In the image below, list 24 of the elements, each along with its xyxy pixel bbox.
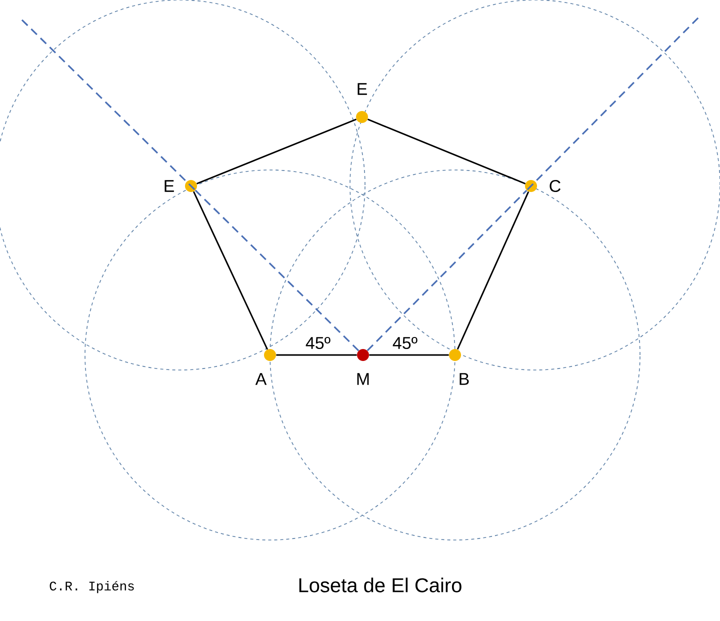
point-label: A [255, 373, 267, 385]
point-dot [264, 349, 276, 361]
pentagon-side [192, 191, 268, 350]
pentagon-side [196, 118, 357, 184]
construction-line [194, 190, 360, 352]
author-credit: C.R. Ipiéns [50, 580, 134, 594]
point-dot [525, 180, 537, 192]
pentagon-side [456, 191, 530, 350]
pentagon-side [367, 118, 526, 184]
point-label: E [358, 83, 367, 95]
point-label: B [460, 373, 469, 385]
point-label: M [357, 373, 369, 385]
point-dot [356, 111, 368, 123]
point-dot [357, 349, 369, 361]
point-label: C [550, 180, 560, 192]
point-dot [449, 349, 461, 361]
angle-label: 45º [392, 336, 418, 350]
pentagon-side [369, 354, 449, 356]
angle-label: 45º [306, 336, 330, 350]
point-label: E [164, 180, 174, 192]
point-dot [185, 180, 197, 192]
construction-line [366, 190, 528, 352]
pentagon-side [276, 354, 357, 356]
title: Loseta de El Cairo [299, 578, 462, 592]
